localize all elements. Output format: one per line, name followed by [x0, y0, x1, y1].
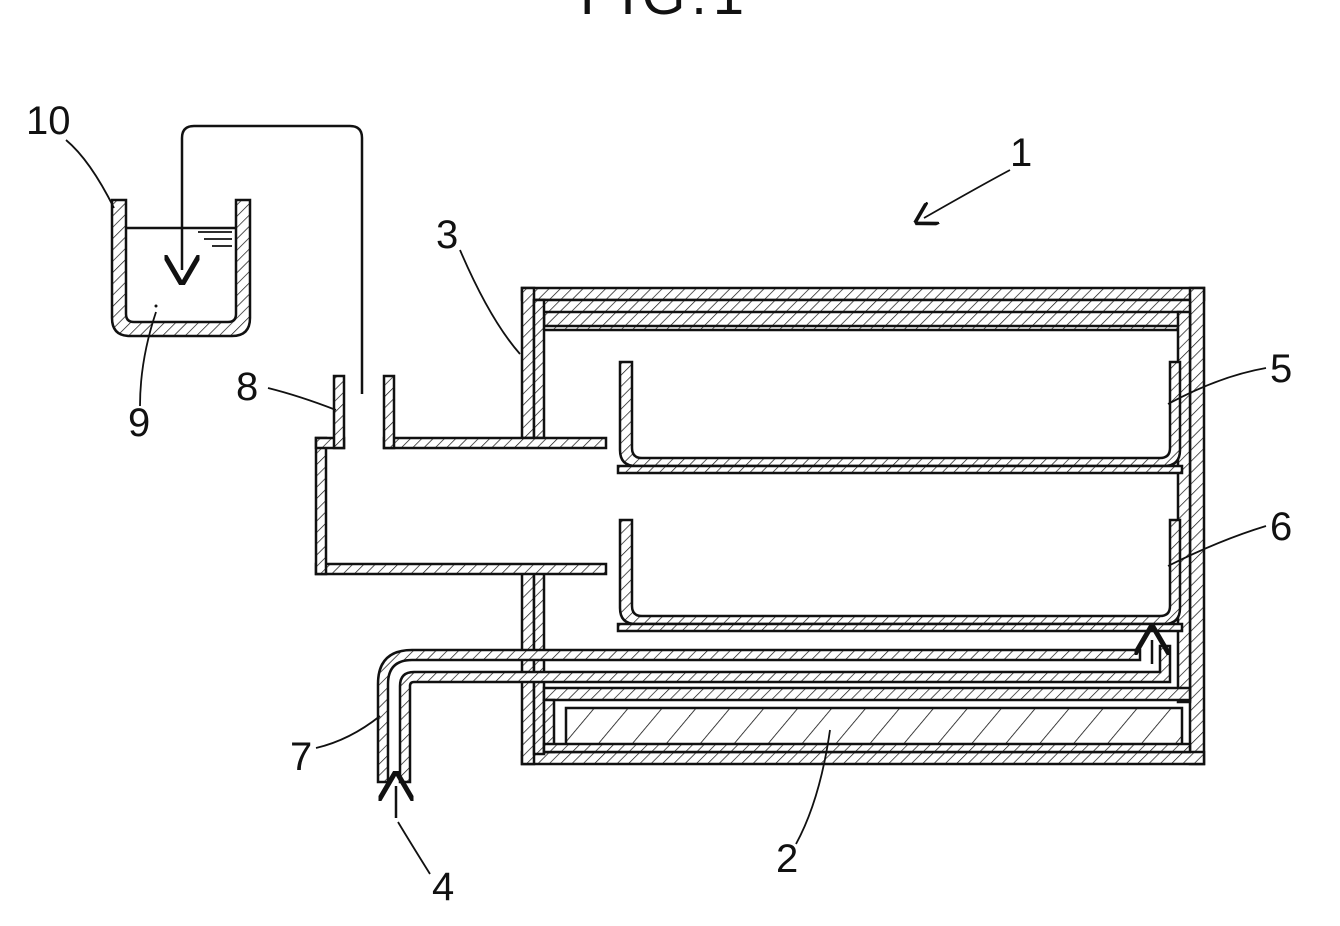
transfer-line: [182, 126, 362, 394]
heater-block: [566, 708, 1182, 746]
label-10: 10: [26, 99, 71, 143]
label-5: 5: [1270, 347, 1292, 391]
label-6: 6: [1270, 505, 1292, 549]
label-2: 2: [776, 837, 798, 881]
figure-title: FIG.1: [580, 0, 750, 26]
lower-tray: [618, 520, 1182, 631]
label-4: 4: [432, 865, 454, 909]
inlet-duct: [316, 376, 606, 574]
label-8: 8: [236, 365, 258, 409]
label-9: 9: [128, 401, 150, 445]
upper-tray: [618, 362, 1182, 473]
label-3: 3: [436, 213, 458, 257]
label-1: 1: [1010, 131, 1032, 175]
label-7: 7: [290, 735, 312, 779]
